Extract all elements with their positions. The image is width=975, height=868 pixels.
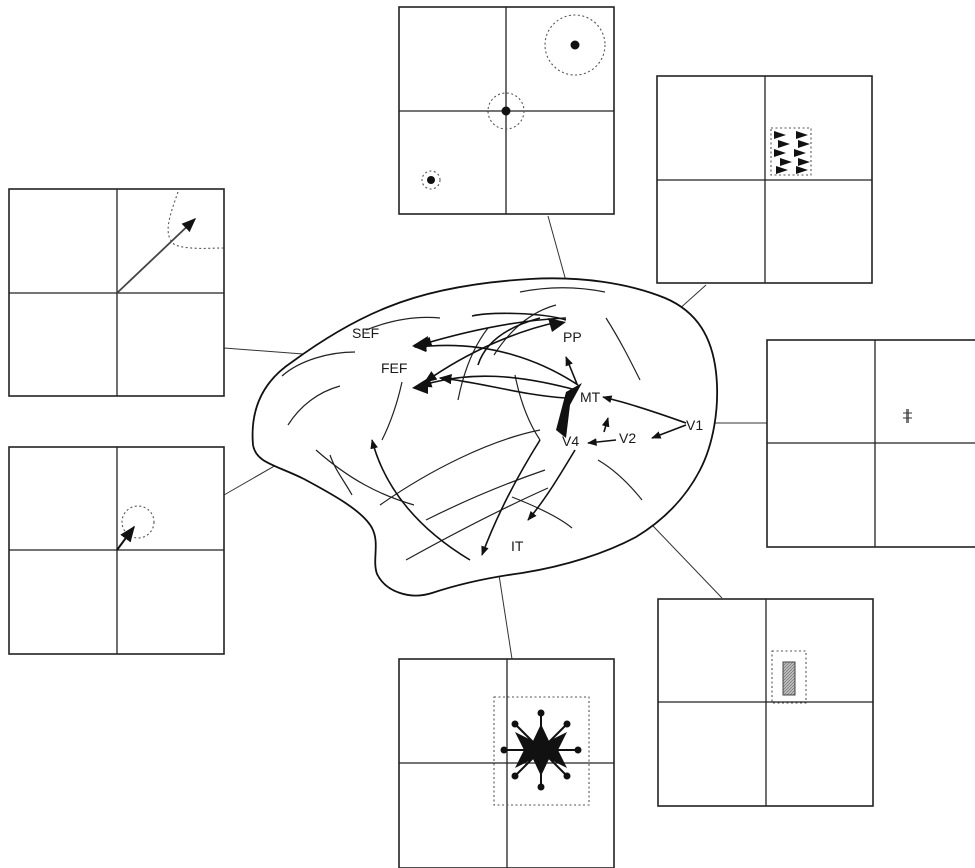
panel-v4 (658, 599, 873, 806)
panel-v1 (767, 340, 975, 547)
panel-fef (9, 447, 224, 654)
label-it: IT (511, 538, 524, 554)
label-v4: V4 (562, 433, 579, 449)
complex-star-stimulus (501, 710, 582, 791)
panel-sef (9, 189, 224, 396)
label-pp: PP (563, 329, 582, 345)
v1-bar-stimulus (906, 409, 909, 423)
stimulus-dot-center (502, 107, 511, 116)
v4-bar-stimulus (783, 662, 795, 695)
stimulus-dot-large (571, 41, 580, 50)
label-sef: SEF (352, 325, 379, 341)
panel-it (399, 659, 614, 868)
label-v2: V2 (619, 430, 636, 446)
label-v1: V1 (686, 417, 703, 433)
panel-pp (399, 7, 614, 214)
stimulus-dot-small (427, 176, 435, 184)
label-mt: MT (580, 389, 601, 405)
panel-mt (657, 76, 872, 283)
label-fef: FEF (381, 360, 407, 376)
